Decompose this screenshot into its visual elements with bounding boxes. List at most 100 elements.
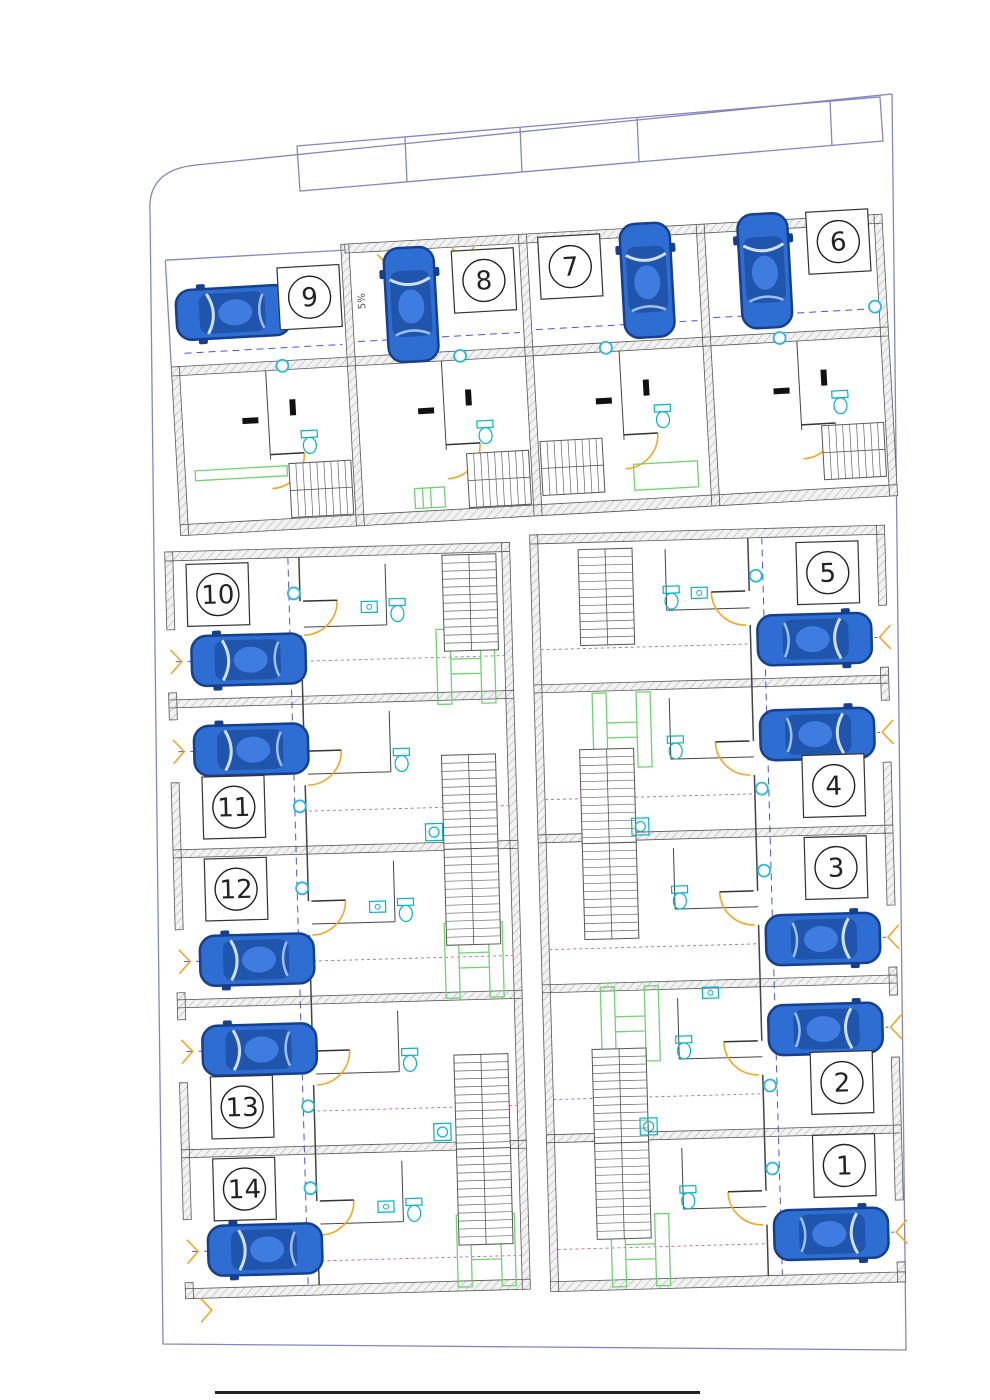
staircase bbox=[443, 847, 502, 946]
staircase bbox=[579, 747, 637, 847]
unit-number: 14 bbox=[228, 1175, 262, 1206]
unit-number: 12 bbox=[219, 875, 253, 906]
unit-label-box bbox=[536, 233, 604, 300]
building-left-block: 10 11 12 13 14 bbox=[164, 541, 531, 1323]
toilet-icon bbox=[662, 585, 681, 610]
unit-number: 4 bbox=[825, 771, 842, 801]
car-icon bbox=[771, 1200, 891, 1267]
kitchen-units bbox=[435, 627, 517, 1288]
unit-number-circle bbox=[812, 763, 856, 808]
toilet-icon bbox=[396, 897, 415, 923]
plumbing-ring-icon bbox=[765, 1161, 780, 1176]
plumbing-ring-icon bbox=[452, 348, 468, 364]
toilet-icon bbox=[831, 389, 850, 415]
staircase bbox=[455, 1147, 514, 1246]
car-icon bbox=[612, 220, 682, 341]
site-boundary bbox=[149, 93, 907, 1351]
unit-label-6: 6 bbox=[804, 208, 872, 275]
unit-label-box bbox=[809, 1050, 875, 1115]
toilet-icon bbox=[675, 1035, 693, 1060]
unit-number: 1 bbox=[836, 1151, 853, 1181]
toilet-icon bbox=[405, 1197, 424, 1223]
unit-number-circle bbox=[462, 258, 506, 303]
unit-label-1: 1 bbox=[811, 1133, 877, 1198]
unit-number-circle bbox=[222, 1167, 267, 1211]
unit-number: 8 bbox=[475, 266, 493, 297]
car-icon bbox=[763, 905, 883, 973]
unit-number-circle bbox=[814, 845, 858, 890]
car-icon bbox=[191, 716, 311, 783]
car-icon bbox=[197, 926, 317, 993]
plumbing-ring-icon bbox=[748, 568, 763, 583]
garage-divider-wall bbox=[747, 537, 770, 1276]
unit-number-circle bbox=[196, 572, 240, 617]
sidewalk-panels bbox=[296, 96, 884, 192]
car-icon bbox=[200, 1016, 319, 1083]
toilet-icon bbox=[476, 419, 495, 445]
unit-number: 7 bbox=[561, 252, 579, 283]
sink-icon bbox=[690, 586, 709, 600]
unit-label-box bbox=[203, 856, 269, 922]
unit-label-10: 10 bbox=[185, 562, 251, 628]
kitchen-units bbox=[194, 460, 700, 510]
unit-label-box bbox=[801, 753, 867, 819]
unit-number: 9 bbox=[301, 283, 319, 314]
building-top-row: 5% 9 8 7 6 bbox=[164, 208, 899, 537]
unit-number: 6 bbox=[829, 227, 847, 258]
staircase bbox=[453, 1053, 511, 1152]
partition-walls bbox=[303, 563, 404, 1225]
building-right-block: 5 4 3 2 1 bbox=[529, 524, 909, 1293]
staircase bbox=[288, 459, 355, 519]
door-swing-arcs-and-entry-marks bbox=[710, 591, 909, 1245]
unit-label-3: 3 bbox=[803, 835, 869, 901]
unit-label-box bbox=[811, 1133, 877, 1198]
partition-walls bbox=[265, 341, 803, 460]
unit-number-circle bbox=[287, 275, 332, 319]
plumbing-ring-icon bbox=[598, 340, 614, 355]
garage-fence-line bbox=[164, 249, 346, 368]
unit-number: 10 bbox=[201, 580, 235, 611]
toilet-icon bbox=[670, 885, 689, 910]
walls-hatched bbox=[170, 213, 899, 537]
unit-label-box bbox=[212, 1156, 277, 1222]
unit-number-circle bbox=[220, 1085, 264, 1129]
unit-label-box bbox=[185, 562, 251, 628]
sink-icon bbox=[368, 900, 387, 914]
unit-label-5: 5 bbox=[795, 540, 861, 606]
unit-label-11: 11 bbox=[201, 774, 267, 840]
door-leaves bbox=[711, 590, 763, 1193]
toilet-icon bbox=[401, 1047, 419, 1073]
plumbing-ring-icon bbox=[303, 1181, 318, 1196]
unit-label-12: 12 bbox=[203, 856, 269, 922]
staircase bbox=[539, 437, 606, 496]
plumbing-ring-icon bbox=[762, 1078, 778, 1093]
plumbing-ring-icon bbox=[275, 358, 290, 374]
car-icon bbox=[205, 1216, 325, 1283]
plumbing-ring-icon bbox=[867, 299, 883, 314]
unit-label-box bbox=[450, 247, 518, 314]
staircase bbox=[441, 553, 500, 652]
plumbing-ring-icon bbox=[286, 586, 301, 601]
unit-number-circle bbox=[806, 551, 850, 595]
washer-icon bbox=[433, 1122, 452, 1142]
plumbing-ring-icon bbox=[295, 881, 310, 896]
car-icon bbox=[376, 244, 446, 365]
unit-number-circle bbox=[816, 219, 861, 264]
unit-label-box bbox=[804, 208, 872, 275]
door-swing-arcs-and-entry-marks bbox=[169, 600, 355, 1323]
plumbing-ring-icon bbox=[292, 799, 307, 814]
washer-icon bbox=[424, 822, 444, 842]
staircase bbox=[594, 1141, 652, 1240]
unit-number-circle bbox=[214, 867, 258, 911]
unit-label-9: 9 bbox=[276, 263, 343, 331]
staircase bbox=[440, 753, 499, 852]
car-icon bbox=[189, 626, 309, 693]
ramp-slope-label: 5% bbox=[356, 293, 368, 309]
unit-label-4: 4 bbox=[801, 753, 867, 819]
plumbing-ring-icon bbox=[301, 1099, 316, 1114]
toilet-icon bbox=[388, 597, 407, 623]
walls-hatched bbox=[529, 524, 907, 1293]
unit-number: 13 bbox=[225, 1093, 259, 1124]
